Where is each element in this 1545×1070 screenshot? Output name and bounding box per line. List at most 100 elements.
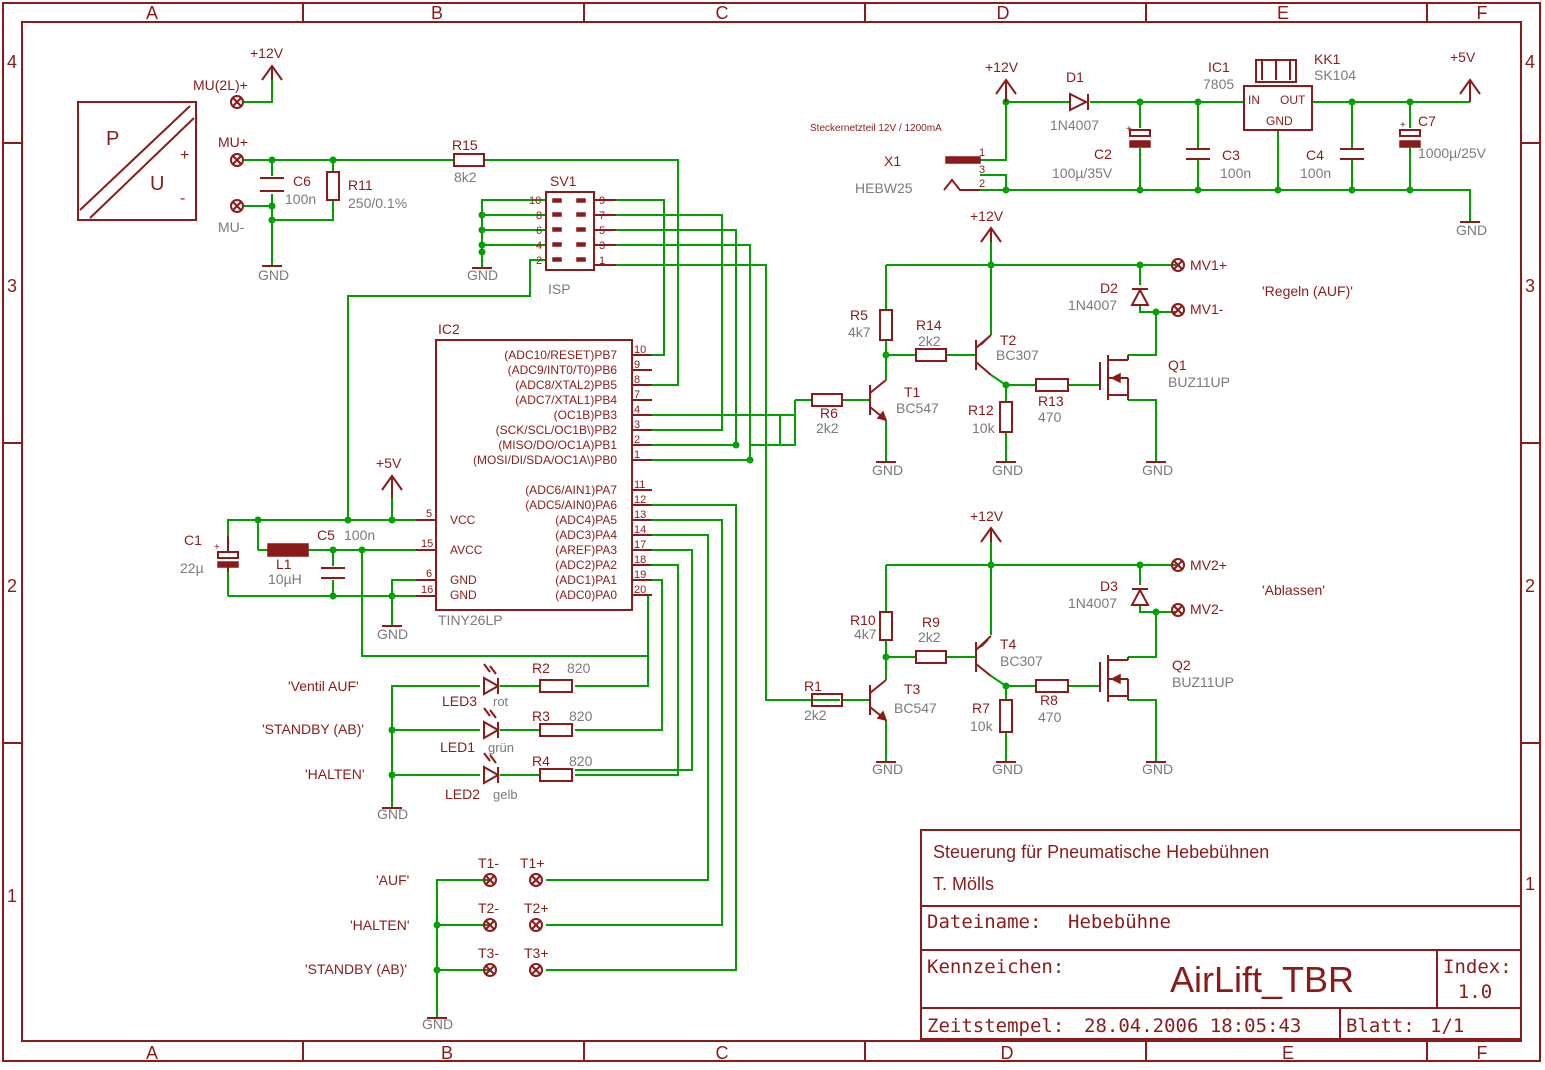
r5-value: 4k7 (848, 324, 871, 340)
valve2-gnd-label-q2: GND (1142, 761, 1173, 777)
mcu-5v-label: +5V (376, 455, 402, 471)
mcu-pin-label-pb0: (MOSI/DI/SDA/OC1A\)PB0 (473, 453, 617, 467)
c6-name: C6 (293, 173, 311, 189)
mcu-pin-num-10: 10 (634, 344, 646, 356)
r11-name: R11 (348, 177, 373, 193)
c1-value: 22µ (180, 560, 204, 576)
q2-value: BUZ11UP (1172, 674, 1234, 690)
valve1-12v-label: +12V (970, 208, 1004, 224)
c1-name: C1 (184, 532, 202, 548)
t2-name: T2 (1000, 332, 1017, 348)
kk1-name: KK1 (1314, 51, 1341, 67)
mcu-pin-label-pb4: (ADC7/XTAL1)PB4 (515, 393, 617, 407)
r12-value: 10k (972, 420, 996, 436)
mcu-pin-label-pa5: (ADC4)PA5 (555, 513, 617, 527)
t3-name: T3 (904, 681, 921, 697)
t3-plus-label: T3+ (524, 945, 549, 961)
psu-12v-label: +12V (985, 59, 1019, 75)
ic1-gnd-label: GND (1266, 114, 1293, 128)
button-auf-label: 'AUF' (376, 872, 409, 888)
c2-name: C2 (1094, 146, 1112, 162)
col-label-d: D (997, 3, 1010, 23)
c2-value: 100µ/35V (1052, 165, 1113, 181)
t2-plus-label: T2+ (524, 900, 549, 916)
r4-name: R4 (532, 753, 550, 769)
c7-plus: + (1400, 120, 1406, 131)
t2-value: BC307 (996, 347, 1039, 363)
regulator-ic1 (1243, 59, 1313, 131)
timestamp-value: 28.04.2006 18:05:43 (1084, 1015, 1301, 1037)
resistor-r4 (539, 768, 573, 782)
row-label-4: 4 (7, 52, 17, 72)
q1-value: BUZ11UP (1168, 374, 1230, 390)
r2-name: R2 (532, 660, 550, 676)
resistor-r7 (999, 699, 1013, 733)
buttons-gnd-label: GND (422, 1016, 453, 1032)
leds-gnd-label: GND (377, 806, 408, 822)
isp-gnd-label: GND (467, 267, 498, 283)
mcu-pin-label-pa4: (ADC3)PA4 (555, 528, 617, 542)
index-label: Index: (1443, 956, 1512, 978)
isp-pin-2: 2 (536, 255, 542, 267)
diode-d1 (1069, 92, 1089, 112)
mu2l-label: MU(2L)+ (193, 77, 248, 93)
d3-value: 1N4007 (1068, 595, 1117, 611)
sensor-p-label: P (106, 128, 119, 150)
r12-name: R12 (968, 402, 994, 418)
mcu-pin-label-vcc: VCC (450, 513, 476, 527)
mcu-pin-num-2: 2 (634, 434, 640, 446)
t3-value: BC547 (894, 700, 937, 716)
isp-name: SV1 (550, 173, 577, 189)
mcu-pin-num-8: 8 (634, 374, 640, 386)
isp-pin-3: 3 (599, 240, 605, 252)
ic1-name: IC1 (1208, 59, 1230, 75)
resistor-r11 (326, 171, 340, 201)
c3-name: C3 (1222, 147, 1240, 163)
sensor-minus-label: - (180, 190, 185, 207)
r15-value: 8k2 (454, 169, 477, 185)
mcu-right-pin-lines (416, 354, 652, 597)
row-label-2: 2 (7, 576, 17, 596)
isp-pin-4: 4 (536, 240, 542, 252)
led-led2 (483, 752, 501, 785)
led3-function-label: 'Ventil AUF' (288, 678, 359, 694)
t1-minus-label: T1- (478, 855, 499, 871)
kennzeichen-label: Kennzeichen: (927, 956, 1064, 978)
x1-pin-3: 3 (979, 164, 985, 176)
q2-name: Q2 (1172, 657, 1191, 673)
r10-name: R10 (850, 612, 876, 628)
mcu-pin-label-pa1: (ADC1)PA1 (555, 573, 617, 587)
col-label-e-bottom: E (1282, 1043, 1294, 1063)
r5-name: R5 (850, 307, 868, 323)
mcu-pin-label-gnd-16: GND (450, 588, 477, 602)
mcu-body (435, 339, 633, 611)
isp-pin-5: 5 (599, 225, 605, 237)
capacitor-c1 (217, 536, 239, 572)
resistor-r13 (1035, 378, 1069, 392)
row-label-1: 1 (7, 886, 17, 906)
c4-value: 100n (1300, 165, 1331, 181)
led-led3 (483, 663, 501, 696)
mcu-pin-num-12: 12 (634, 494, 646, 506)
resistor-r3 (539, 723, 573, 737)
resistor-r9 (915, 650, 947, 664)
mcu-pin-label-pb5: (ADC8/XTAL2)PB5 (515, 378, 617, 392)
isp-pin-7: 7 (599, 210, 605, 222)
valve2-title: 'Ablassen' (1262, 582, 1325, 598)
index-value: 1.0 (1458, 981, 1492, 1003)
mcu-pin-num-11: 11 (634, 479, 645, 491)
mosfet-q1 (1099, 355, 1129, 400)
d1-value: 1N4007 (1050, 117, 1099, 133)
filename-value: Hebebühne (1068, 911, 1171, 933)
transistor-t3 (869, 679, 888, 722)
drawing-title: Steuerung für Pneumatische Hebebühnen (933, 842, 1269, 862)
transistor-t1 (869, 379, 888, 422)
mcu-part: TINY26LP (438, 612, 503, 628)
supply-arrow-5v-psu (1459, 78, 1481, 102)
inductor-l1 (267, 543, 309, 557)
isp-pin-6: 6 (536, 225, 542, 237)
resistor-r10 (879, 611, 893, 641)
r8-name: R8 (1040, 692, 1058, 708)
mum-label: MU- (218, 219, 245, 235)
